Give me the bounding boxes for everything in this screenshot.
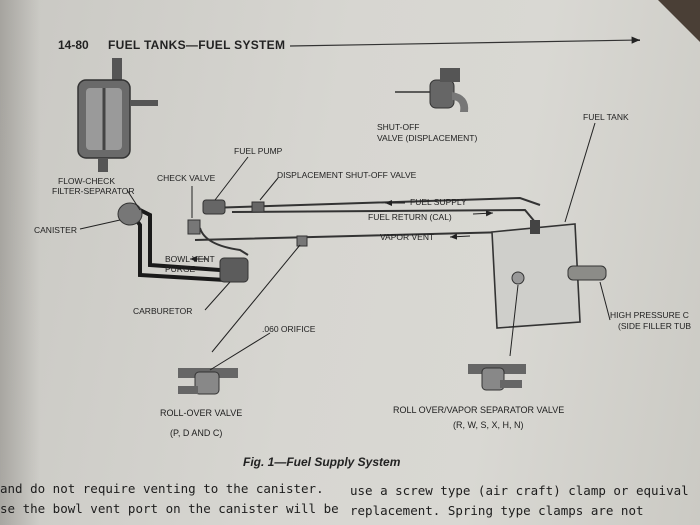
page-title: FUEL TANKS—FUEL SYSTEM: [108, 38, 286, 52]
rollover-valve-label-2: (P, D AND C): [170, 428, 222, 438]
check-valve: [187, 219, 201, 235]
fuel-tank-label: FUEL TANK: [583, 112, 629, 122]
filter-separator-illustration: [77, 58, 158, 172]
separator-valve-illustration: [468, 364, 526, 391]
fuel-supply-line: [207, 196, 541, 209]
page-number: 14-80: [58, 38, 89, 52]
rollover-valve-illustration: [178, 368, 238, 395]
orifice-fitting: [296, 235, 308, 247]
high-pressure-label-1: HIGH PRESSURE C: [610, 310, 689, 320]
fuel-supply-label: FUEL SUPPLY: [410, 197, 467, 207]
purge-label: PURGE: [165, 264, 196, 274]
displacement-shutoff-valve: [251, 201, 265, 213]
separator-valve-label-1: ROLL OVER/VAPOR SEPARATOR VALVE: [393, 405, 564, 415]
body-text-left-2: se the bowl vent port on the canister wi…: [0, 501, 339, 516]
canister-label: CANISTER: [34, 225, 77, 235]
shutoff-valve-label-2: VALVE (DISPLACEMENT): [377, 133, 477, 143]
fuel-return-label: FUEL RETURN (CAL): [368, 212, 452, 222]
carburetor-label: CARBURETOR: [133, 306, 192, 316]
shutoff-valve-illustration: [395, 68, 469, 112]
canister: [117, 202, 143, 226]
high-pressure-label-2: (SIDE FILLER TUB: [618, 321, 691, 331]
leader-lines: [79, 122, 611, 371]
figure-caption: Fig. 1—Fuel Supply System: [243, 455, 401, 469]
orifice-label: .060 ORIFICE: [262, 324, 316, 334]
displacement-shutoff-label: DISPLACEMENT SHUT-OFF VALVE: [277, 170, 417, 180]
header-rule: [289, 36, 641, 47]
fuel-pump-label: FUEL PUMP: [234, 146, 283, 156]
body-text-right-1: use a screw type (air craft) clamp or eq…: [350, 483, 689, 498]
fuel-pump: [202, 199, 226, 215]
vapor-vent-label: VAPOR VENT: [380, 232, 434, 242]
bowl-vent-label: BOWL VENT: [165, 254, 215, 264]
fuel-return-line: [231, 208, 536, 223]
flow-check-label-1: FLOW-CHECK: [58, 176, 115, 186]
flow-arrows: [190, 200, 494, 262]
carburetor: [219, 257, 249, 283]
page-gutter-shadow: [0, 0, 40, 525]
carb-feed-line: [199, 227, 249, 256]
shutoff-valve-label-1: SHUT-OFF: [377, 122, 420, 132]
body-text-right-2: replacement. Spring type clamps are not: [350, 503, 644, 518]
flow-check-label-2: FILTER-SEPARATOR: [52, 186, 135, 196]
rollover-valve-label-1: ROLL-OVER VALVE: [160, 408, 242, 418]
fuel-tank: [491, 220, 607, 329]
separator-valve-label-2: (R, W, S, X, H, N): [453, 420, 524, 430]
check-valve-label: CHECK VALVE: [157, 173, 216, 183]
body-text-left-1: and do not require venting to the canist…: [0, 481, 324, 496]
